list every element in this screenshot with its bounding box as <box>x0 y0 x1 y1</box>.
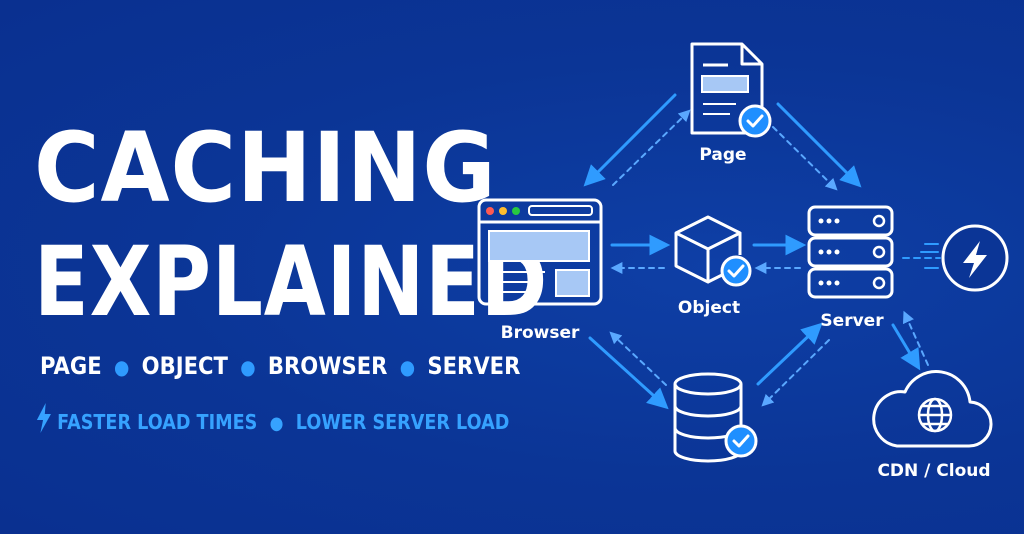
page-document-icon <box>690 42 764 135</box>
database-node <box>673 372 758 463</box>
server-node: Server <box>807 205 894 331</box>
flow-arrows <box>583 93 941 410</box>
lightning-bolt-icon <box>963 241 987 278</box>
tag-browser: BROWSER <box>267 352 388 380</box>
arrow-page-to-server-dashed <box>772 126 838 191</box>
page-node: Page <box>690 42 772 165</box>
arrow-database-to-server <box>756 322 823 386</box>
arrow-browser-to-page <box>612 109 691 186</box>
title-line-1: CACHING <box>34 112 497 224</box>
arrow-server-to-database <box>761 339 830 407</box>
separator-dot: ● <box>240 355 256 379</box>
separator-dot: ● <box>399 355 416 379</box>
arrow-page-to-server <box>776 102 862 188</box>
globe-icon <box>917 397 953 433</box>
tag-page: PAGE <box>40 352 102 380</box>
cdn-node: CDN / Cloud <box>872 370 993 481</box>
server-label: Server <box>820 311 884 331</box>
page-label: Page <box>699 145 746 165</box>
tag-list: PAGE ● OBJECT ● BROWSER ● SERVER <box>40 352 520 380</box>
arrow-cdn-to-server <box>902 310 929 366</box>
object-label: Object <box>678 298 740 318</box>
arrow-browser-to-database <box>588 336 669 410</box>
check-badge-icon <box>724 424 758 458</box>
tag-object: OBJECT <box>141 352 228 380</box>
separator-dot: ● <box>269 413 284 434</box>
lightning-bolt-icon <box>36 403 52 438</box>
speed-lines <box>920 243 939 269</box>
benefit-list: FASTER LOAD TIMES ● LOWER SERVER LOAD <box>36 403 509 438</box>
browser-node: Browser <box>477 198 603 343</box>
benefit-faster-load: FASTER LOAD TIMES <box>57 410 258 434</box>
arrow-page-to-browser <box>583 93 677 187</box>
cdn-label: CDN / Cloud <box>877 461 990 481</box>
browser-window-icon <box>477 198 603 306</box>
check-badge-icon <box>720 255 752 287</box>
arrow-server-to-cdn <box>891 323 921 371</box>
object-node: Object <box>674 215 752 318</box>
server-stack-icon <box>807 205 894 299</box>
check-badge-icon <box>738 104 772 138</box>
browser-label: Browser <box>501 323 580 343</box>
arrow-database-to-browser <box>609 331 667 386</box>
benefit-lower-server-load: LOWER SERVER LOAD <box>295 410 510 434</box>
speed-bolt-node <box>920 224 1009 292</box>
title-line-2: EXPLAINED <box>34 226 549 338</box>
object-cube-icon <box>674 215 742 284</box>
cloud-globe-icon <box>872 370 993 448</box>
separator-dot: ● <box>113 355 130 379</box>
tag-server: SERVER <box>427 352 521 380</box>
